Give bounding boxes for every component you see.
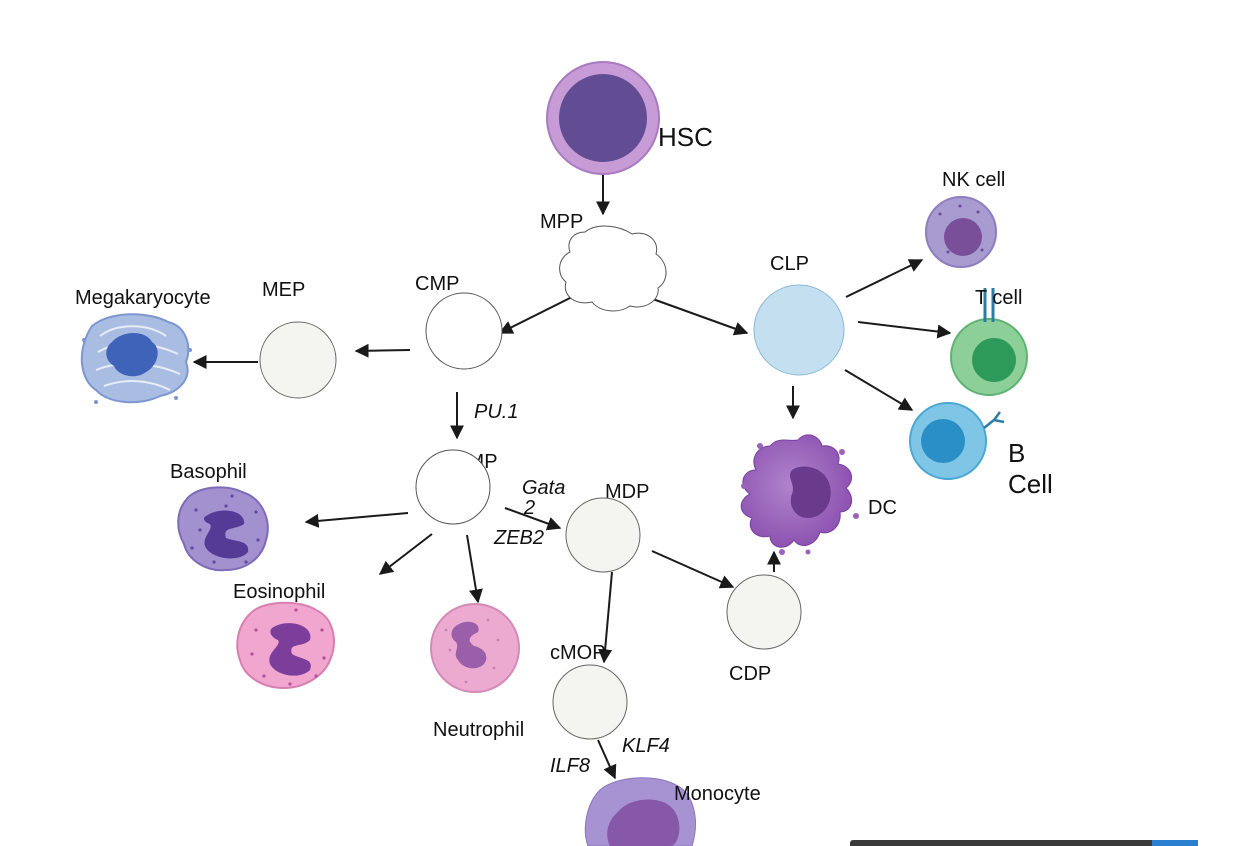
arrow-gmp-to-neutrophil	[466, 534, 483, 604]
clp-cell	[753, 284, 845, 376]
clp-label: CLP	[770, 253, 809, 275]
arrow-mdp-to-cmop	[598, 571, 613, 664]
hsc-label: HSC	[658, 122, 713, 152]
b-cell-label-line1: B	[1008, 438, 1025, 468]
megakaryocyte-label: Megakaryocyte	[75, 287, 211, 309]
b-cell	[909, 402, 1005, 480]
arrow-clp-to-b	[844, 369, 914, 411]
megakaryocyte-cell	[80, 313, 192, 404]
nk-cell-label: NK cell	[942, 169, 1005, 191]
mdp-label: MDP	[605, 481, 649, 503]
arrow-gmp-to-mdp	[504, 507, 562, 531]
gene-zeb2: ZEB2	[493, 527, 544, 549]
cmp-label: CMP	[415, 273, 459, 295]
antibody-icon	[983, 411, 1005, 429]
cdp-label: CDP	[729, 663, 771, 685]
t-cell-label: T cell	[975, 287, 1022, 309]
basophil-label: Basophil	[170, 461, 247, 483]
basophil-cell	[177, 486, 269, 572]
arrow-clp-to-t	[857, 321, 952, 339]
arrow-gmp-to-basophil	[304, 512, 409, 528]
eosinophil-cell	[236, 601, 335, 690]
arrow-cmop-to-monocyte	[597, 739, 617, 780]
b-cell-label-line2: Cell	[1008, 469, 1053, 499]
arrow-clp-to-nk	[845, 259, 924, 298]
bottom-scrollbar[interactable]	[850, 840, 1198, 846]
hsc-cell	[546, 61, 660, 175]
arrow-mdp-to-cdp	[651, 550, 735, 589]
cdp-cell	[726, 574, 802, 650]
neutrophil-label: Neutrophil	[433, 719, 524, 741]
monocyte-cell	[584, 777, 696, 846]
mep-label: MEP	[262, 279, 305, 301]
dc-cell	[740, 434, 859, 555]
gene-gata-line2: 2	[523, 497, 535, 519]
eosinophil-label: Eosinophil	[233, 581, 325, 603]
mpp-label: MPP	[540, 211, 583, 233]
arrow-gmp-to-eosinophil	[378, 533, 433, 575]
nk-cell	[925, 196, 997, 268]
arrow-mpp-to-cmp	[498, 296, 573, 334]
t-cell	[950, 288, 1028, 396]
bottom-scrollbar-accent[interactable]	[1152, 840, 1198, 846]
gene-ilf8: ILF8	[550, 755, 590, 777]
cmp-cell	[425, 292, 503, 370]
arrows	[192, 172, 952, 780]
gene-gata-line1: Gata	[522, 477, 565, 499]
t-cell-receptor-icon	[983, 288, 995, 322]
cmop-cell	[552, 664, 628, 740]
gene-pu1: PU.1	[474, 401, 518, 423]
arrow-mpp-to-clp	[649, 297, 749, 336]
monocyte-label: Monocyte	[674, 783, 761, 805]
gmp-cell	[415, 449, 491, 525]
neutrophil-cell	[430, 603, 520, 693]
mpp-cell	[559, 225, 667, 312]
cmop-label: cMOP	[550, 642, 606, 664]
gene-klf4: KLF4	[622, 735, 670, 757]
mep-cell	[259, 321, 337, 399]
arrow-cmp-to-mep	[354, 343, 411, 358]
dc-label: DC	[868, 497, 897, 519]
mdp-cell	[565, 497, 641, 573]
